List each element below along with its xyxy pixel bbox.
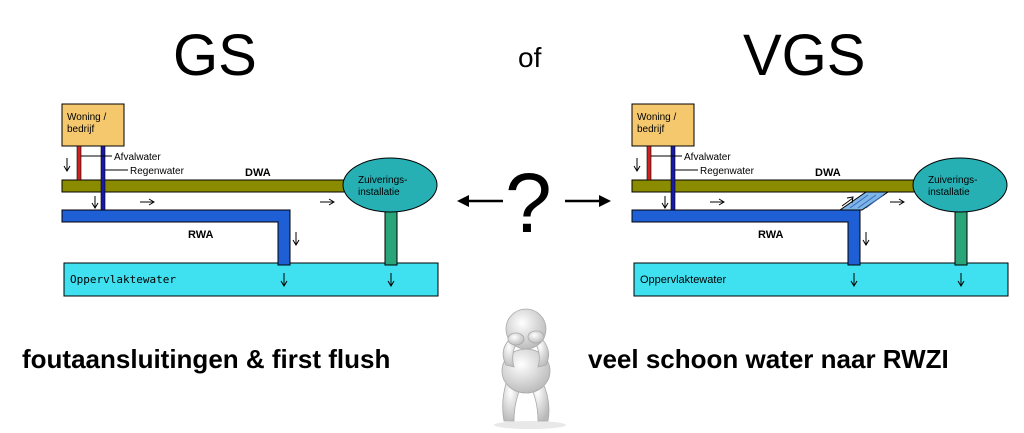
flow-arrows (633, 158, 965, 287)
question-mark: ? (505, 156, 552, 250)
treatment-plant (342, 157, 438, 213)
house-box (631, 103, 695, 147)
vgs-diagram: Oppervlaktewater DWA RWA Woning / bedrij… (631, 103, 1009, 297)
caption-left: foutaansluitingen & first flush (22, 344, 391, 374)
surface-water (63, 262, 439, 297)
house-box (61, 103, 125, 147)
outlet-pipe (384, 204, 398, 266)
plant-label-2: installatie (358, 187, 400, 198)
dwa-pipe (631, 179, 929, 193)
thinking-person-icon (494, 308, 566, 429)
rwa-pipe (61, 209, 291, 266)
waste-pipe (646, 145, 652, 181)
title-of: of (518, 42, 542, 73)
plant-label-1: Zuiverings- (358, 175, 407, 186)
title-gs: GS (173, 23, 257, 88)
dwa-pipe (61, 179, 359, 193)
surface-water-label: Oppervlaktewater (640, 274, 727, 286)
treatment-plant (912, 157, 1008, 213)
rwa-label: RWA (188, 229, 214, 241)
rain-pipe (670, 145, 676, 211)
title-vgs: VGS (743, 23, 866, 88)
plant-label-1: Zuiverings- (928, 175, 977, 186)
rwa-pipe (631, 209, 861, 266)
house-label-1: Woning / (637, 112, 677, 123)
afvalwater-label: Afvalwater (684, 152, 731, 163)
regenwater-label: Regenwater (130, 166, 185, 177)
waste-pipe (76, 145, 82, 181)
house-label-2: bedrijf (637, 124, 664, 135)
flow-arrows (63, 158, 395, 287)
gs-diagram: Oppervlaktewater DWA RWA Woning / bedrij… (61, 103, 439, 297)
house-label-2: bedrijf (67, 124, 94, 135)
outlet-pipe (954, 204, 968, 266)
afvalwater-label: Afvalwater (114, 152, 161, 163)
rain-pipe (100, 145, 106, 211)
double-arrow (457, 195, 611, 207)
surface-water (633, 262, 1009, 297)
surface-water-label: Oppervlaktewater (70, 273, 176, 286)
regenwater-label: Regenwater (700, 166, 755, 177)
dwa-label: DWA (245, 167, 271, 179)
overflow-connection (838, 191, 890, 211)
dwa-label: DWA (815, 167, 841, 179)
caption-right: veel schoon water naar RWZI (588, 344, 949, 374)
house-label-1: Woning / (67, 112, 107, 123)
rwa-label: RWA (758, 229, 784, 241)
plant-label-2: installatie (928, 187, 970, 198)
